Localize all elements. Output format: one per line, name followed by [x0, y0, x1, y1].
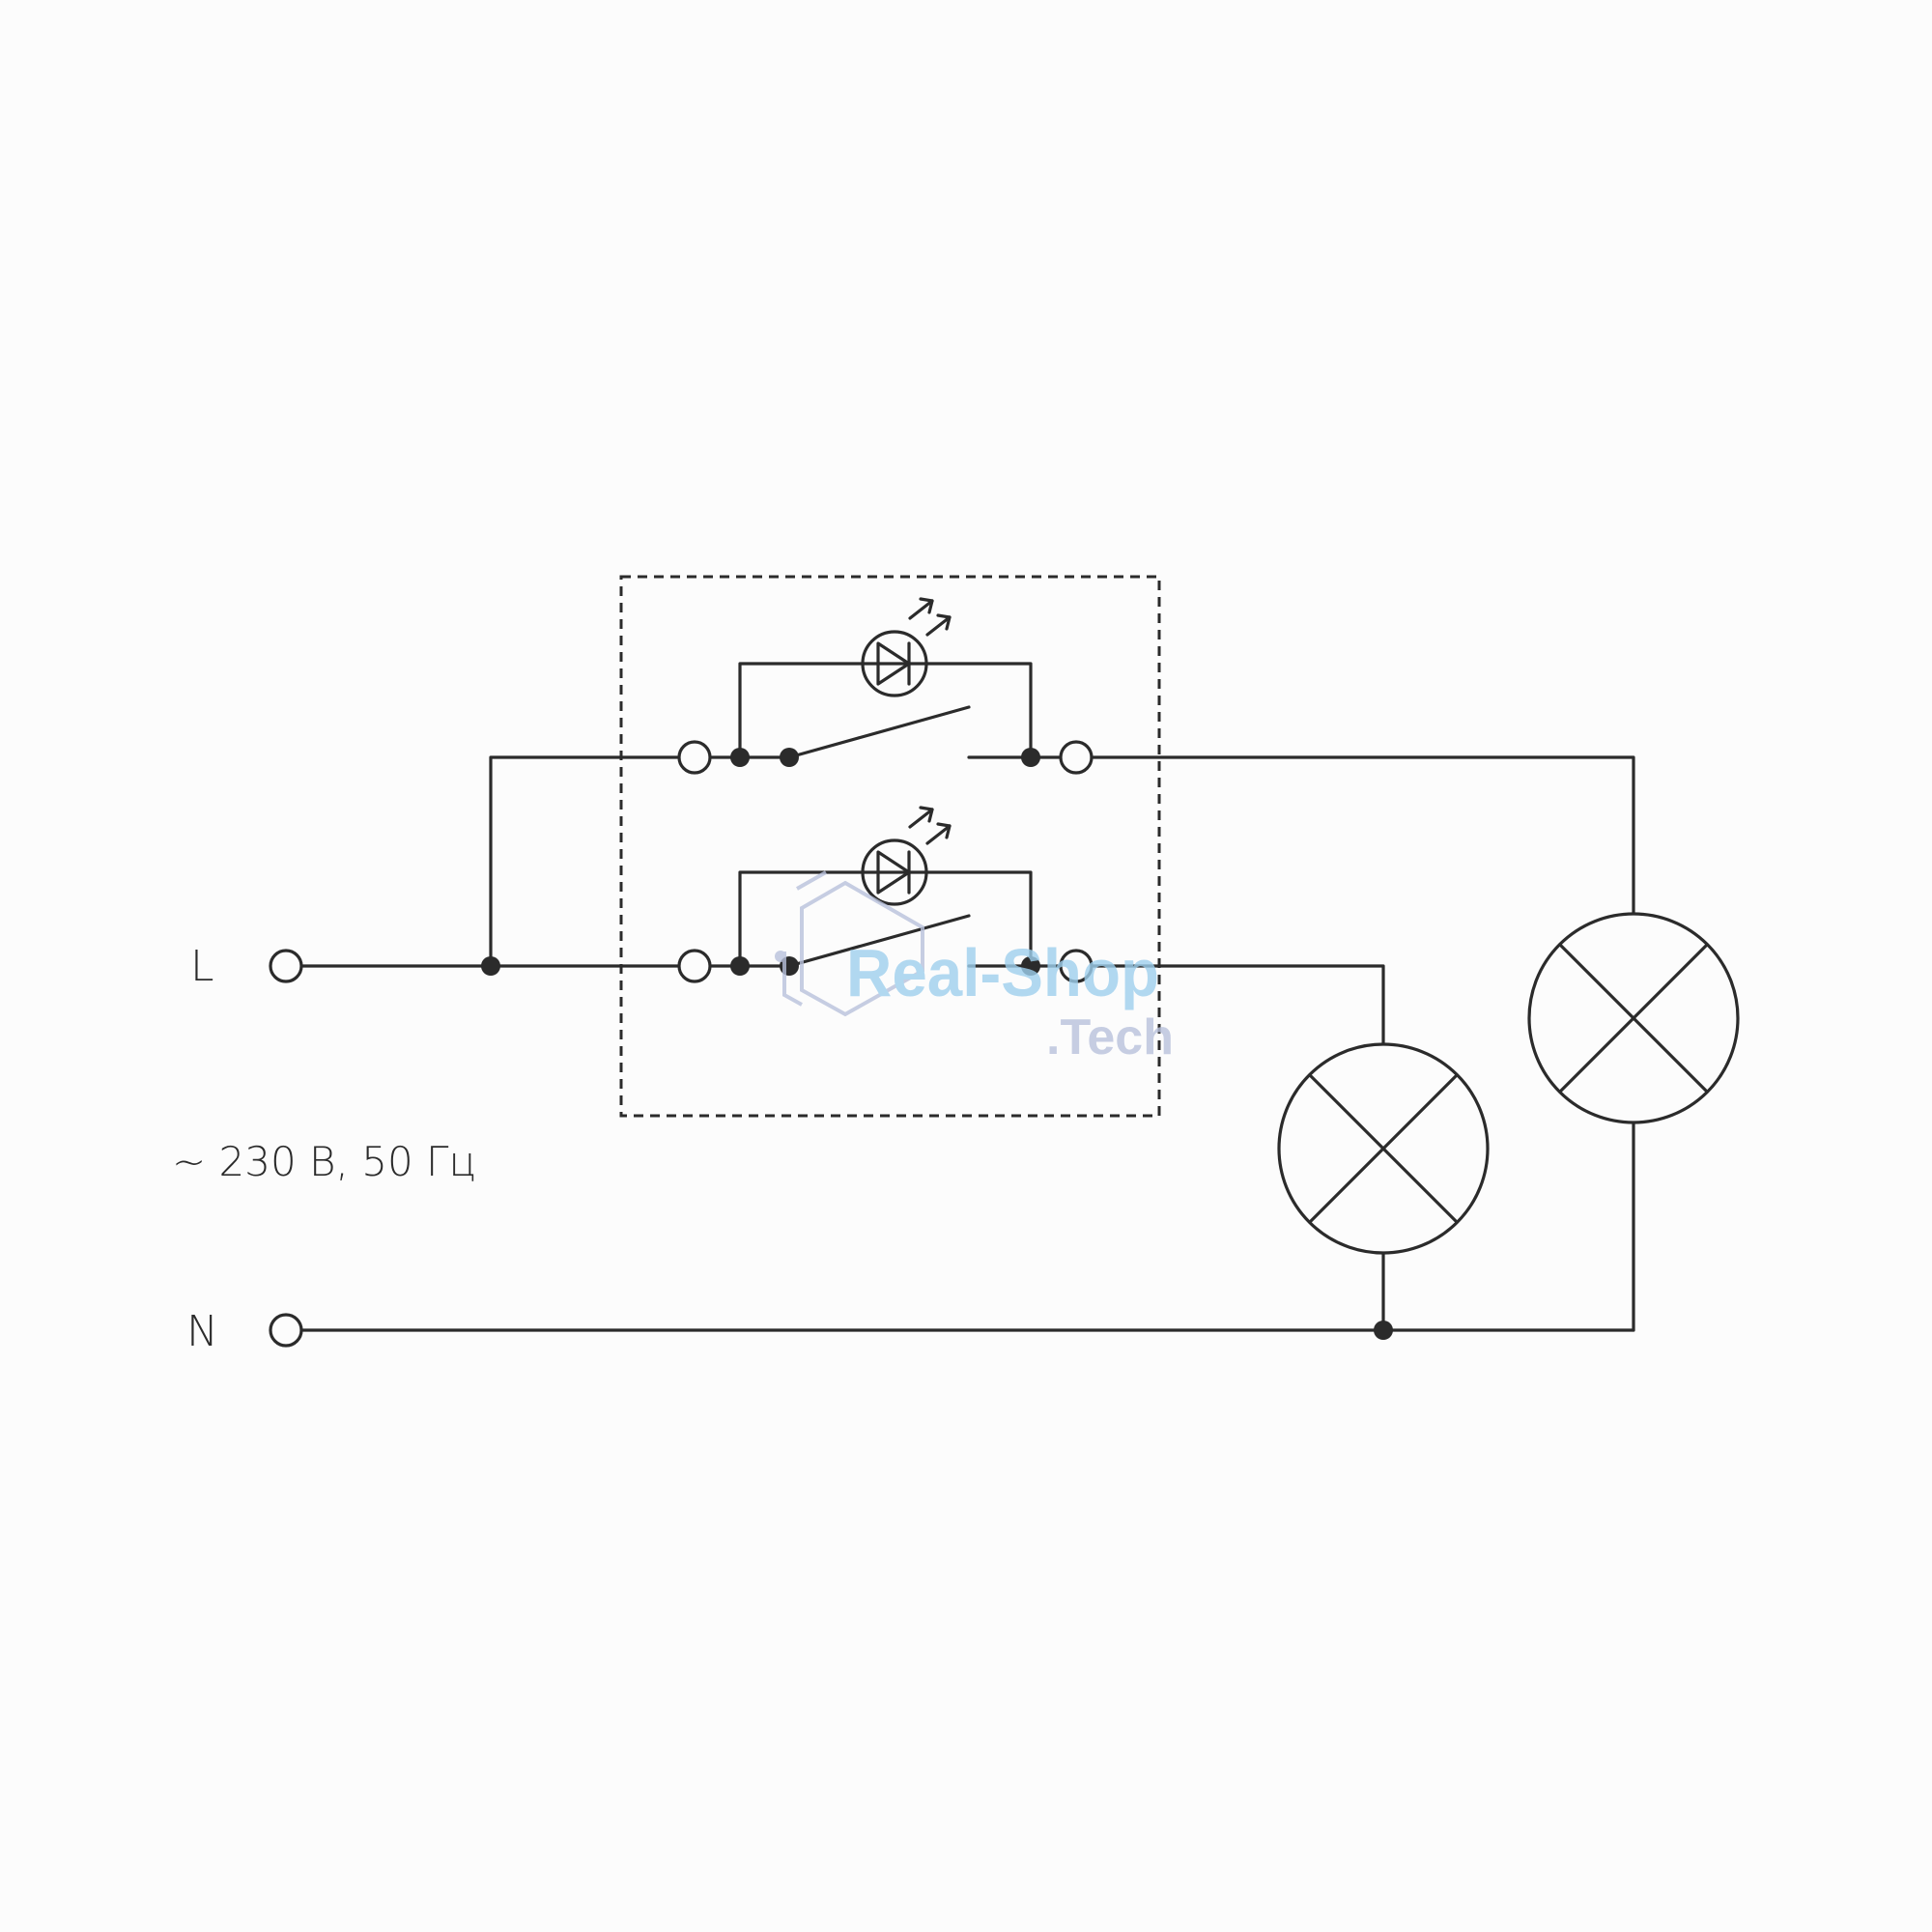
junction-dot [1021, 748, 1040, 767]
neutral-label: N [186, 1307, 218, 1356]
hexagon-logo-icon [782, 870, 924, 1017]
switch-enclosure [619, 575, 1161, 1118]
watermark-text-main: Real-Shop [846, 935, 1159, 1010]
neutral-junction-dot [1374, 1321, 1393, 1340]
switch-1-input-terminal [677, 740, 712, 775]
supply-wiring [299, 755, 1635, 1332]
line-junction-dot [481, 956, 500, 976]
lamp-2-icon [1277, 1042, 1490, 1255]
line-label: L [190, 942, 214, 991]
junction-dot [730, 748, 750, 767]
switch-pivot-dot [780, 748, 799, 767]
indicator-led-icon [861, 806, 952, 906]
supply-voltage-label: ~ 230 В, 50 Гц [172, 1138, 476, 1185]
indicator-led-icon [861, 597, 952, 697]
switch-1-output-terminal [1059, 740, 1094, 775]
lamp-1-icon [1527, 912, 1740, 1124]
line-terminal [269, 949, 303, 983]
switch-2-input-terminal [677, 949, 712, 983]
junction-dot [1021, 956, 1040, 976]
junction-dot [730, 956, 750, 976]
switch-1 [677, 597, 1094, 775]
watermark-text-sub: .Tech [1046, 1009, 1174, 1065]
watermark-logo: Real-Shop .Tech [775, 870, 1174, 1065]
neutral-terminal [269, 1313, 303, 1348]
lamp-wiring [1090, 755, 1635, 1332]
